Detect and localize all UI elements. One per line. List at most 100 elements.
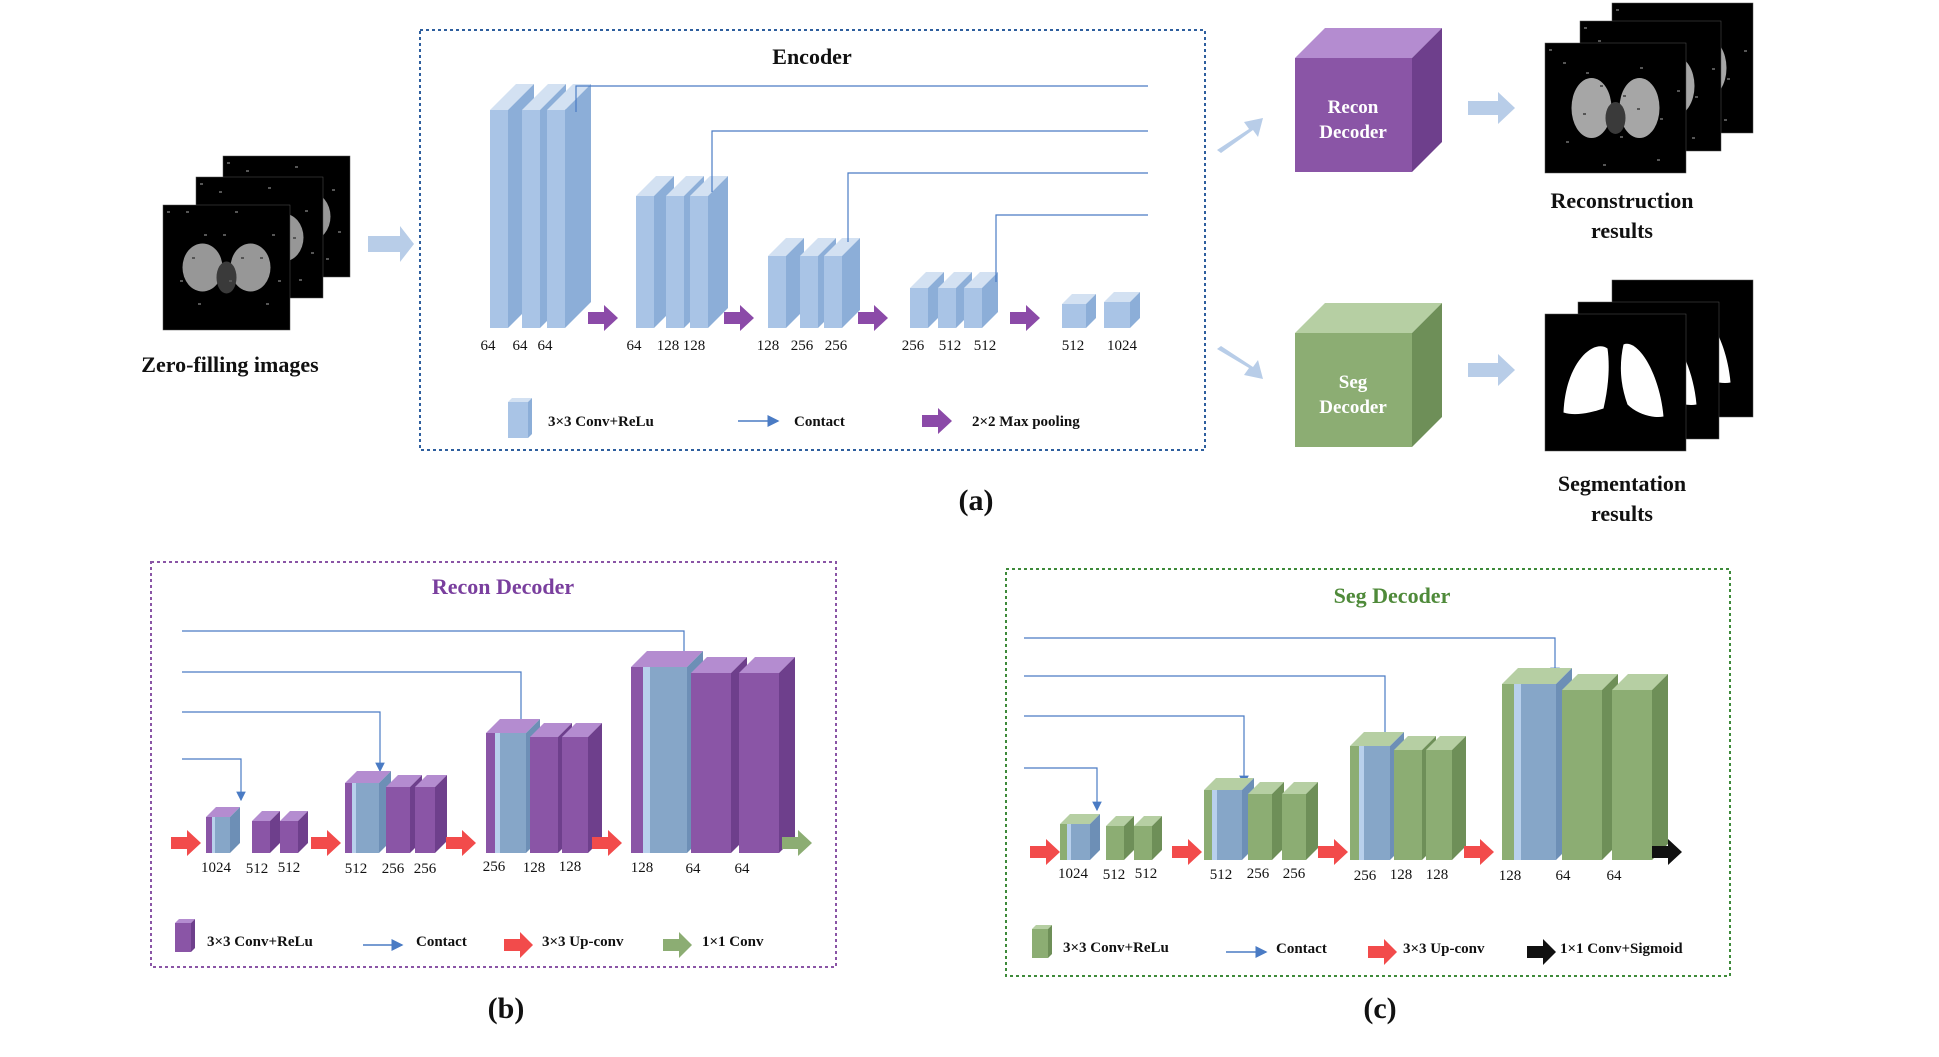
recon-conv-block xyxy=(415,775,447,853)
legend-recon-contact-label: Contact xyxy=(416,934,467,950)
seg-decoder-skip-lines xyxy=(1024,637,1560,812)
max-pool-arrow xyxy=(1010,305,1040,331)
legend-contact-label: Contact xyxy=(794,414,845,430)
recon-channel-label: 512 xyxy=(345,861,368,877)
seg-concat-block xyxy=(1060,814,1100,860)
input-to-encoder-arrow xyxy=(368,226,414,262)
conv-1x1-arrow xyxy=(782,830,812,856)
recon-channel-label: 256 xyxy=(414,861,437,877)
seg-conv-block xyxy=(1134,816,1162,860)
encoder-channel-label: 64 xyxy=(513,338,529,354)
seg-conv-block xyxy=(1612,674,1668,860)
encoder-channel-label: 512 xyxy=(1062,338,1085,354)
encoder-conv-block xyxy=(690,176,728,328)
legend-seg-conv-label: 3×3 Conv+ReLu xyxy=(1063,940,1169,956)
input-image-frame xyxy=(162,204,291,331)
recon-results-line1: Reconstruction xyxy=(1551,188,1694,213)
conv-sigmoid-arrow xyxy=(1652,839,1682,865)
recon-channel-label: 512 xyxy=(278,860,301,876)
seg-concat-block xyxy=(1204,778,1254,860)
legend-seg-upconv-label: 3×3 Up-conv xyxy=(1403,941,1485,957)
seg-decoder-title: Seg Decoder xyxy=(1334,583,1451,608)
recon-concat-block xyxy=(345,771,391,853)
encoder-channel-label: 64 xyxy=(538,338,554,354)
recon-result-frame xyxy=(1544,42,1687,174)
seg-channel-label: 512 xyxy=(1210,867,1233,883)
recon-results-line2: results xyxy=(1591,218,1653,243)
seg-channel-label: 128 xyxy=(1426,867,1449,883)
seg-conv-block xyxy=(1248,782,1284,860)
legend-seg-final-arrow xyxy=(1527,939,1556,965)
recon-conv-block xyxy=(739,657,795,853)
legend-recon-final-arrow xyxy=(663,932,692,958)
recon-decoder-legend: 3×3 Conv+ReLu Contact 3×3 Up-conv 1×1 Co… xyxy=(175,919,764,958)
encoder-title: Encoder xyxy=(772,44,852,69)
recon-decoder-skip-lines xyxy=(182,630,689,802)
seg-decoder-frame xyxy=(1005,568,1731,977)
seg-results-line1: Segmentation xyxy=(1558,471,1686,496)
max-pool-arrow xyxy=(858,305,888,331)
seg-channel-label: 64 xyxy=(1607,868,1623,884)
encoder-frame xyxy=(419,29,1206,451)
seg-conv-block xyxy=(1562,674,1618,860)
legend-recon-conv-swatch xyxy=(175,919,195,952)
recon-decoder-cube xyxy=(1295,28,1442,172)
seg-channel-label: 256 xyxy=(1247,866,1270,882)
seg-channel-label: 256 xyxy=(1354,868,1377,884)
seg-channel-label: 128 xyxy=(1499,868,1522,884)
recon-to-results-arrow xyxy=(1468,92,1515,124)
recon-channel-label: 128 xyxy=(523,860,546,876)
recon-channel-label: 1024 xyxy=(201,860,232,876)
encoder-to-seg-arrow xyxy=(1217,346,1263,379)
seg-conv-block xyxy=(1426,736,1466,860)
encoder-channel-label: 128 xyxy=(757,338,780,354)
seg-channel-label: 128 xyxy=(1390,867,1413,883)
encoder-conv-block xyxy=(824,238,860,328)
reconstruction-image-stack xyxy=(1544,2,1754,174)
encoder-conv-block xyxy=(1062,294,1096,328)
encoder-conv-block xyxy=(1104,292,1140,328)
legend-seg-conv-swatch xyxy=(1032,925,1052,958)
seg-decoder-legend: 3×3 Conv+ReLu Contact 3×3 Up-conv 1×1 Co… xyxy=(1032,925,1683,965)
seg-decoder-cube xyxy=(1295,303,1442,447)
up-conv-arrow xyxy=(1172,839,1202,865)
encoder-conv-block xyxy=(964,272,998,328)
legend-recon-upconv-arrow xyxy=(504,932,533,958)
recon-channel-label: 128 xyxy=(559,859,582,875)
up-conv-arrow xyxy=(1030,839,1060,865)
seg-concat-block xyxy=(1502,668,1572,860)
recon-channel-label: 512 xyxy=(246,861,269,877)
recon-decoder-title: Recon Decoder xyxy=(432,574,575,599)
recon-conv-block xyxy=(280,811,308,853)
legend-pool-arrow xyxy=(922,408,952,434)
seg-conv-block xyxy=(1106,816,1134,860)
encoder-conv-block xyxy=(768,238,804,328)
seg-concat-block xyxy=(1350,732,1404,860)
legend-seg-final-label: 1×1 Conv+Sigmoid xyxy=(1560,941,1683,957)
recon-block-line2: Decoder xyxy=(1319,122,1387,143)
max-pool-arrow xyxy=(724,305,754,331)
seg-channel-label: 512 xyxy=(1103,867,1126,883)
encoder-to-recon-arrow xyxy=(1217,118,1263,153)
seg-results-line2: results xyxy=(1591,501,1653,526)
legend-conv-label: 3×3 Conv+ReLu xyxy=(548,414,654,430)
seg-decoder-blocks xyxy=(1030,668,1682,865)
encoder-channel-label: 1024 xyxy=(1107,338,1138,354)
up-conv-arrow xyxy=(311,830,341,856)
legend-recon-conv-label: 3×3 Conv+ReLu xyxy=(207,934,313,950)
recon-conv-block xyxy=(691,657,747,853)
seg-to-results-arrow xyxy=(1468,354,1515,386)
legend-recon-upconv-label: 3×3 Up-conv xyxy=(542,934,624,950)
encoder-channel-label: 512 xyxy=(974,338,997,354)
seg-channel-label: 1024 xyxy=(1058,866,1089,882)
encoder-legend: 3×3 Conv+ReLu Contact 2×2 Max pooling xyxy=(508,398,1080,438)
encoder-channel-label: 512 xyxy=(939,338,962,354)
up-conv-arrow xyxy=(1464,839,1494,865)
seg-channel-label: 256 xyxy=(1283,866,1306,882)
encoder-skip-lines xyxy=(575,85,1148,282)
recon-conv-block xyxy=(252,811,280,853)
encoder-channel-label: 128 xyxy=(683,338,706,354)
up-conv-arrow xyxy=(446,830,476,856)
